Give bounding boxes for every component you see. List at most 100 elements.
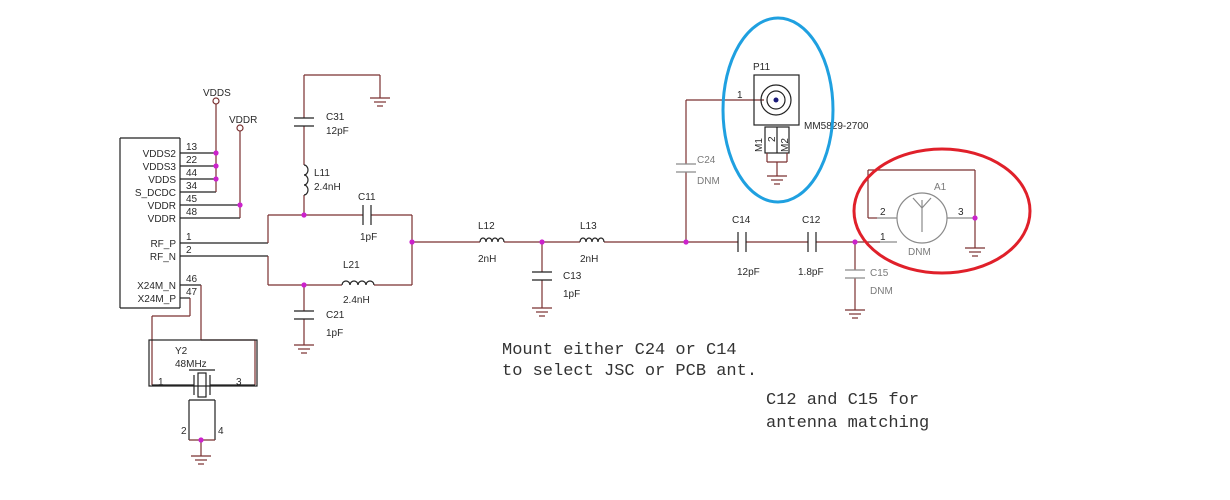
chip-pin-number: 48	[186, 207, 198, 218]
p11-highlight-ellipse	[721, 16, 835, 204]
chip-pin-name: VDDR	[148, 201, 176, 212]
chip-pin-name: VDDS2	[143, 149, 177, 160]
c13-ref: C13	[563, 271, 582, 282]
chip-pin-number: 47	[186, 287, 198, 298]
ground-icon	[845, 309, 865, 319]
chip-pin-name: VDDR	[148, 214, 176, 225]
l21-value: 2.4nH	[343, 295, 370, 306]
c11-capacitor: C11 1pF	[358, 192, 377, 243]
c14-value: 12pF	[737, 267, 760, 278]
junction-dot	[301, 212, 307, 218]
p11-pin2: 2	[767, 136, 778, 142]
c31-value: 12pF	[326, 126, 349, 137]
vdds-label: VDDS	[203, 88, 231, 99]
y2-pin4: 4	[218, 426, 224, 437]
c15-capacitor: C15 DNM	[845, 268, 893, 297]
ground-icon	[965, 247, 985, 257]
l13-inductor: L13 2nH	[579, 221, 605, 265]
chip-pin-number: 44	[186, 168, 198, 179]
a1-pin1: 1	[880, 232, 886, 243]
c13-capacitor: C13 1pF	[532, 271, 582, 300]
vdds-supply-icon	[212, 97, 220, 105]
chip-pin-number: 1	[186, 232, 192, 243]
c14-capacitor: C14 12pF	[732, 215, 760, 278]
rf-balun-wires	[267, 74, 480, 345]
c31-capacitor: C31 12pF	[294, 112, 349, 137]
c24-ref: C24	[697, 155, 716, 166]
chip-pin-number: 45	[186, 194, 198, 205]
p11-pin1: 1	[737, 90, 743, 101]
match-note-line1: C12 and C15 for	[766, 391, 919, 410]
l11-value: 2.4nH	[314, 182, 341, 193]
chip-pin-name: S_DCDC	[135, 188, 176, 199]
c11-ref: C11	[358, 192, 376, 203]
vddr-label: VDDR	[229, 115, 257, 126]
a1-highlight-ellipse	[852, 147, 1032, 275]
chip-pin-number: 22	[186, 155, 198, 166]
l12-value: 2nH	[478, 254, 496, 265]
l13-ref: L13	[580, 221, 597, 232]
vddr-supply-icon	[236, 124, 244, 132]
c12-ref: C12	[802, 215, 821, 226]
p11-part: MM5829-2700	[804, 121, 869, 132]
a1-antenna: A1 DNM 2 3 1	[867, 169, 976, 258]
coax-center-icon	[773, 97, 779, 103]
chip-pin-number: 2	[186, 245, 192, 256]
l12-inductor: L12 2nH	[478, 221, 505, 265]
y2-crystal: Y2 48MHz 1 3 2 4	[148, 285, 258, 456]
chip-pin-number: 46	[186, 274, 198, 285]
c12-value: 1.8pF	[798, 267, 824, 278]
ground-icon	[767, 175, 787, 185]
ground-icon	[294, 344, 314, 354]
p11-ref: P11	[753, 62, 770, 73]
chip-pin-name: X24M_P	[138, 294, 177, 305]
p11-m1: M1	[754, 138, 765, 152]
p11-connector: P11 1 MM5829-2700 M1 2 M2	[737, 62, 869, 176]
a1-value: DNM	[908, 247, 931, 258]
junction-dot	[213, 150, 219, 156]
ground-icon	[370, 97, 390, 107]
l21-inductor: L21 2.4nH	[341, 260, 375, 306]
l12-ref: L12	[478, 221, 495, 232]
match-note-line2: antenna matching	[766, 414, 929, 433]
a1-ref: A1	[934, 182, 947, 193]
l11-inductor: L11 2.4nH	[303, 164, 341, 196]
c11-value: 1pF	[360, 232, 377, 243]
ground-icon	[532, 307, 552, 317]
l13-value: 2nH	[580, 254, 598, 265]
y2-value: 48MHz	[175, 359, 207, 370]
c24-value: DNM	[697, 176, 720, 187]
junction-dot	[683, 239, 689, 245]
junction-dot	[539, 239, 545, 245]
chip-pin-name: VDDS3	[143, 162, 177, 173]
l11-ref: L11	[314, 168, 330, 179]
c21-value: 1pF	[326, 328, 343, 339]
junction-dot	[237, 202, 243, 208]
l21-ref: L21	[343, 260, 360, 271]
a1-pin2: 2	[880, 207, 886, 218]
chip-pin-name: VDDS	[148, 175, 176, 186]
c14-ref: C14	[732, 215, 751, 226]
ground-icon	[191, 455, 211, 465]
junction-dot	[213, 176, 219, 182]
c31-ref: C31	[326, 112, 345, 123]
y2-ref: Y2	[175, 346, 188, 357]
junction-dot	[198, 437, 204, 443]
c21-capacitor: C21 1pF	[294, 310, 345, 339]
p11-m2: M2	[780, 138, 791, 152]
c12-capacitor: C12 1.8pF	[798, 215, 824, 278]
ic-block: VDDS2 VDDS3 VDDS S_DCDC VDDR VDDR RF_P R…	[119, 137, 268, 309]
mount-note-line1: Mount either C24 or C14	[502, 341, 737, 360]
y2-pin1: 1	[158, 377, 164, 388]
y2-pin2: 2	[181, 426, 187, 437]
junction-dot	[301, 282, 307, 288]
chip-pin-name: X24M_N	[137, 281, 176, 292]
chip-pin-name: RF_N	[150, 252, 176, 263]
c15-ref: C15	[870, 268, 889, 279]
chip-pin-number: 13	[186, 142, 198, 153]
junction-dots	[198, 150, 978, 443]
chip-pin-name: RF_P	[150, 239, 176, 250]
a1-pin3: 3	[958, 207, 964, 218]
c24-capacitor: C24 DNM	[676, 155, 720, 187]
